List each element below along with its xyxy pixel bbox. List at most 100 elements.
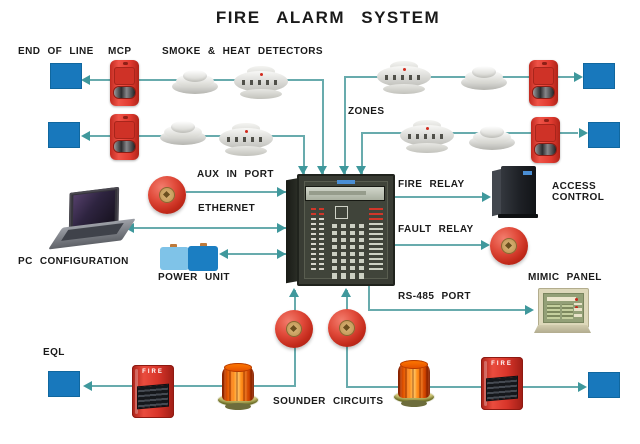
sounder-bell — [275, 310, 313, 348]
wire-bell-a-up — [294, 290, 296, 314]
label-rs485-port: RS-485 PORT — [398, 291, 471, 302]
label-end-of-line: END OF LINE — [18, 46, 94, 57]
wire-zone1-left-drop — [322, 79, 324, 174]
arrowhead — [339, 166, 349, 175]
arrowhead — [277, 187, 286, 197]
mcp-strobe-lens — [114, 141, 135, 152]
wire-sounder-right — [346, 386, 578, 388]
mimic-panel-device — [534, 288, 591, 333]
arrowhead — [298, 166, 308, 175]
end-of-line-terminal — [50, 63, 82, 89]
mcp-face — [533, 67, 554, 85]
wire-zone2-left-drop — [303, 135, 305, 174]
wire-fire-relay — [395, 196, 483, 198]
panel-led-column — [311, 206, 316, 270]
access-control-badge — [523, 171, 532, 175]
label-fire-relay: FIRE RELAY — [398, 179, 465, 190]
end-of-line-terminal — [48, 122, 80, 148]
wire-power — [222, 253, 286, 255]
label-zones: ZONES — [348, 106, 385, 117]
arrowhead — [83, 381, 92, 391]
wire-sounder-left — [92, 385, 296, 387]
arrowhead — [482, 192, 491, 202]
label-sounder-circuits: SOUNDER CIRCUITS — [273, 396, 384, 407]
panel-button-row — [332, 273, 364, 279]
beacon-cap — [400, 360, 428, 369]
heat-detector — [377, 61, 431, 94]
label-fault-relay: FAULT RELAY — [398, 224, 474, 235]
mimic-display-bar — [547, 297, 576, 301]
panel-red-leds — [319, 206, 324, 215]
mcp-top-dot — [122, 116, 128, 119]
page-title: FIRE ALARM SYSTEM — [215, 8, 441, 27]
aux-alarm-bell — [148, 176, 186, 214]
detector-vents — [408, 134, 446, 139]
mcp-face — [535, 124, 556, 142]
detector-vents — [385, 75, 423, 80]
wire-zone2-right-drop — [361, 132, 363, 174]
fault-relay-bell — [490, 227, 528, 265]
detector-rim — [240, 89, 282, 99]
smoke-detector — [469, 122, 515, 150]
label-mimic-panel: MIMIC PANEL — [528, 272, 602, 283]
heat-detector — [234, 66, 288, 99]
detector-led — [426, 127, 429, 130]
access-control-base — [498, 214, 538, 218]
wire-bell-a-down — [294, 344, 296, 387]
panel-keypad — [332, 224, 364, 270]
smoke-detector — [461, 62, 507, 90]
eql-terminal — [48, 371, 80, 397]
arrowhead — [289, 288, 299, 297]
panel-led-column — [319, 206, 324, 270]
panel-emblem — [335, 206, 348, 219]
wire-rs485 — [368, 309, 526, 311]
mcp-face — [114, 67, 135, 85]
wire-zone2-right — [361, 132, 578, 134]
end-of-line-terminal — [583, 63, 615, 89]
arrowhead — [481, 240, 490, 250]
label-power-unit: POWER UNIT — [158, 272, 230, 283]
detector-dome — [472, 66, 496, 78]
beacon-strobe — [218, 363, 258, 411]
end-of-line-terminal — [588, 122, 620, 148]
detector-dome — [183, 70, 207, 82]
panel-lcd-text-line — [309, 191, 366, 195]
beacon-foot — [401, 400, 427, 407]
label-eql: EQL — [43, 347, 65, 358]
mimic-button-grid — [562, 304, 573, 319]
manual-call-point — [110, 60, 139, 106]
firebox-fire-text: FIRE — [491, 361, 513, 367]
mcp-top-dot — [541, 62, 547, 65]
power-unit-cell-dark — [188, 246, 218, 271]
fire-alarm-control-panel — [286, 174, 395, 286]
sounder-bell — [328, 309, 366, 347]
arrowhead — [356, 166, 366, 175]
laptop-keyboard-base — [48, 218, 136, 250]
power-unit-cell-light — [160, 247, 189, 270]
panel-red-indicators — [369, 206, 383, 220]
firebox-fire-text: FIRE — [142, 369, 164, 375]
arrowhead — [81, 75, 90, 85]
beacon-cap — [224, 363, 252, 372]
label-pc-configuration: PC CONFIGURATION — [18, 256, 129, 267]
wire-rs485-drop — [368, 286, 370, 310]
detector-rim — [406, 143, 448, 153]
mcp-top-dot — [122, 62, 128, 65]
mcp-strobe-lens — [533, 87, 554, 98]
manual-call-point — [110, 114, 139, 160]
wire-fault-relay — [395, 244, 483, 246]
arrowhead — [579, 128, 588, 138]
detector-vents — [227, 137, 265, 142]
panel-brand-badge — [337, 180, 355, 184]
firebox-speaker-grille — [487, 376, 517, 401]
beacon-strobe — [394, 360, 434, 408]
panel-indicator-column — [369, 206, 383, 270]
laptop-keyboard — [61, 223, 124, 241]
detector-led — [245, 130, 248, 133]
wire-zone1-right-drop — [344, 76, 346, 174]
mimic-faceplate — [543, 293, 584, 323]
detector-vents — [242, 80, 280, 85]
arrowhead — [578, 382, 587, 392]
panel-red-leds — [311, 206, 316, 215]
fire-sounder-strobe: FIRE — [481, 357, 523, 410]
